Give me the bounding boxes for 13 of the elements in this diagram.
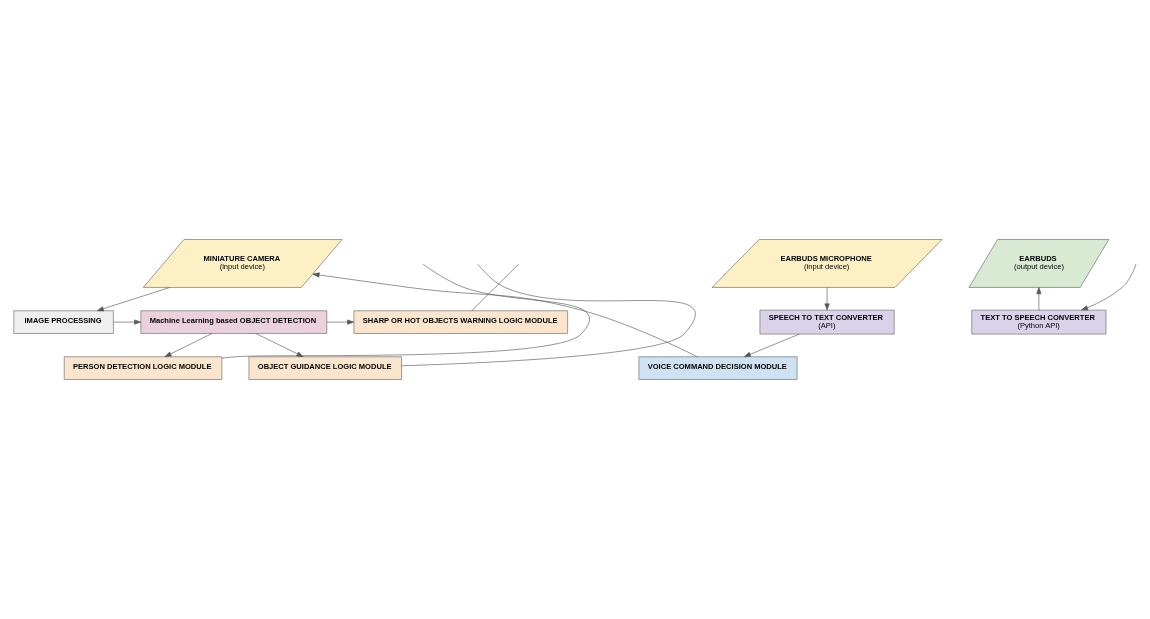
arrow bbox=[96, 287, 171, 312]
arrow bbox=[1036, 287, 1042, 311]
connector bbox=[221, 263, 590, 359]
arrow bbox=[113, 319, 142, 325]
arrow bbox=[255, 333, 304, 358]
connector bbox=[401, 263, 696, 367]
arrow bbox=[1081, 263, 1137, 311]
connector bbox=[471, 263, 520, 312]
arrow bbox=[824, 287, 830, 311]
arrow bbox=[164, 333, 213, 358]
arrow bbox=[326, 319, 355, 325]
arrow bbox=[312, 272, 698, 358]
arrow bbox=[743, 333, 800, 358]
